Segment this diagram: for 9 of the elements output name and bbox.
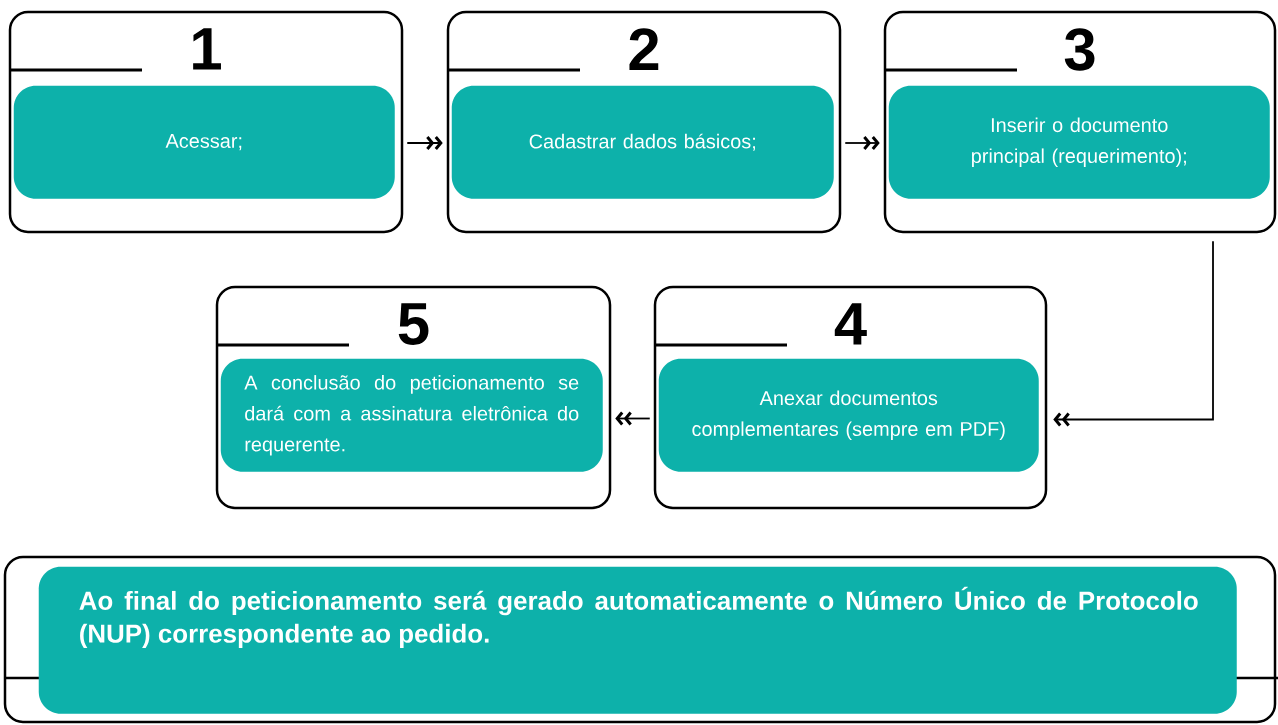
step-card: Anexar documentos complementares (sempre em PDF) xyxy=(658,358,1039,472)
step-card: Inserir o documento principal (requerimento); xyxy=(888,85,1270,199)
arrow xyxy=(1053,240,1214,427)
step-card: A conclusão do peticionamento se dará com a assinatura eletrônica do requerente. xyxy=(220,358,603,472)
step-box xyxy=(3,555,1277,724)
note-text: Ao final do peticionamento será gerado automaticamente o Número Único de Protocolo (NUP) correspondente ao pedido. xyxy=(79,586,1198,648)
step-card: Cadastrar dados básicos; xyxy=(451,85,834,199)
step-card xyxy=(38,566,1237,714)
step-card: Acessar; xyxy=(13,85,395,199)
